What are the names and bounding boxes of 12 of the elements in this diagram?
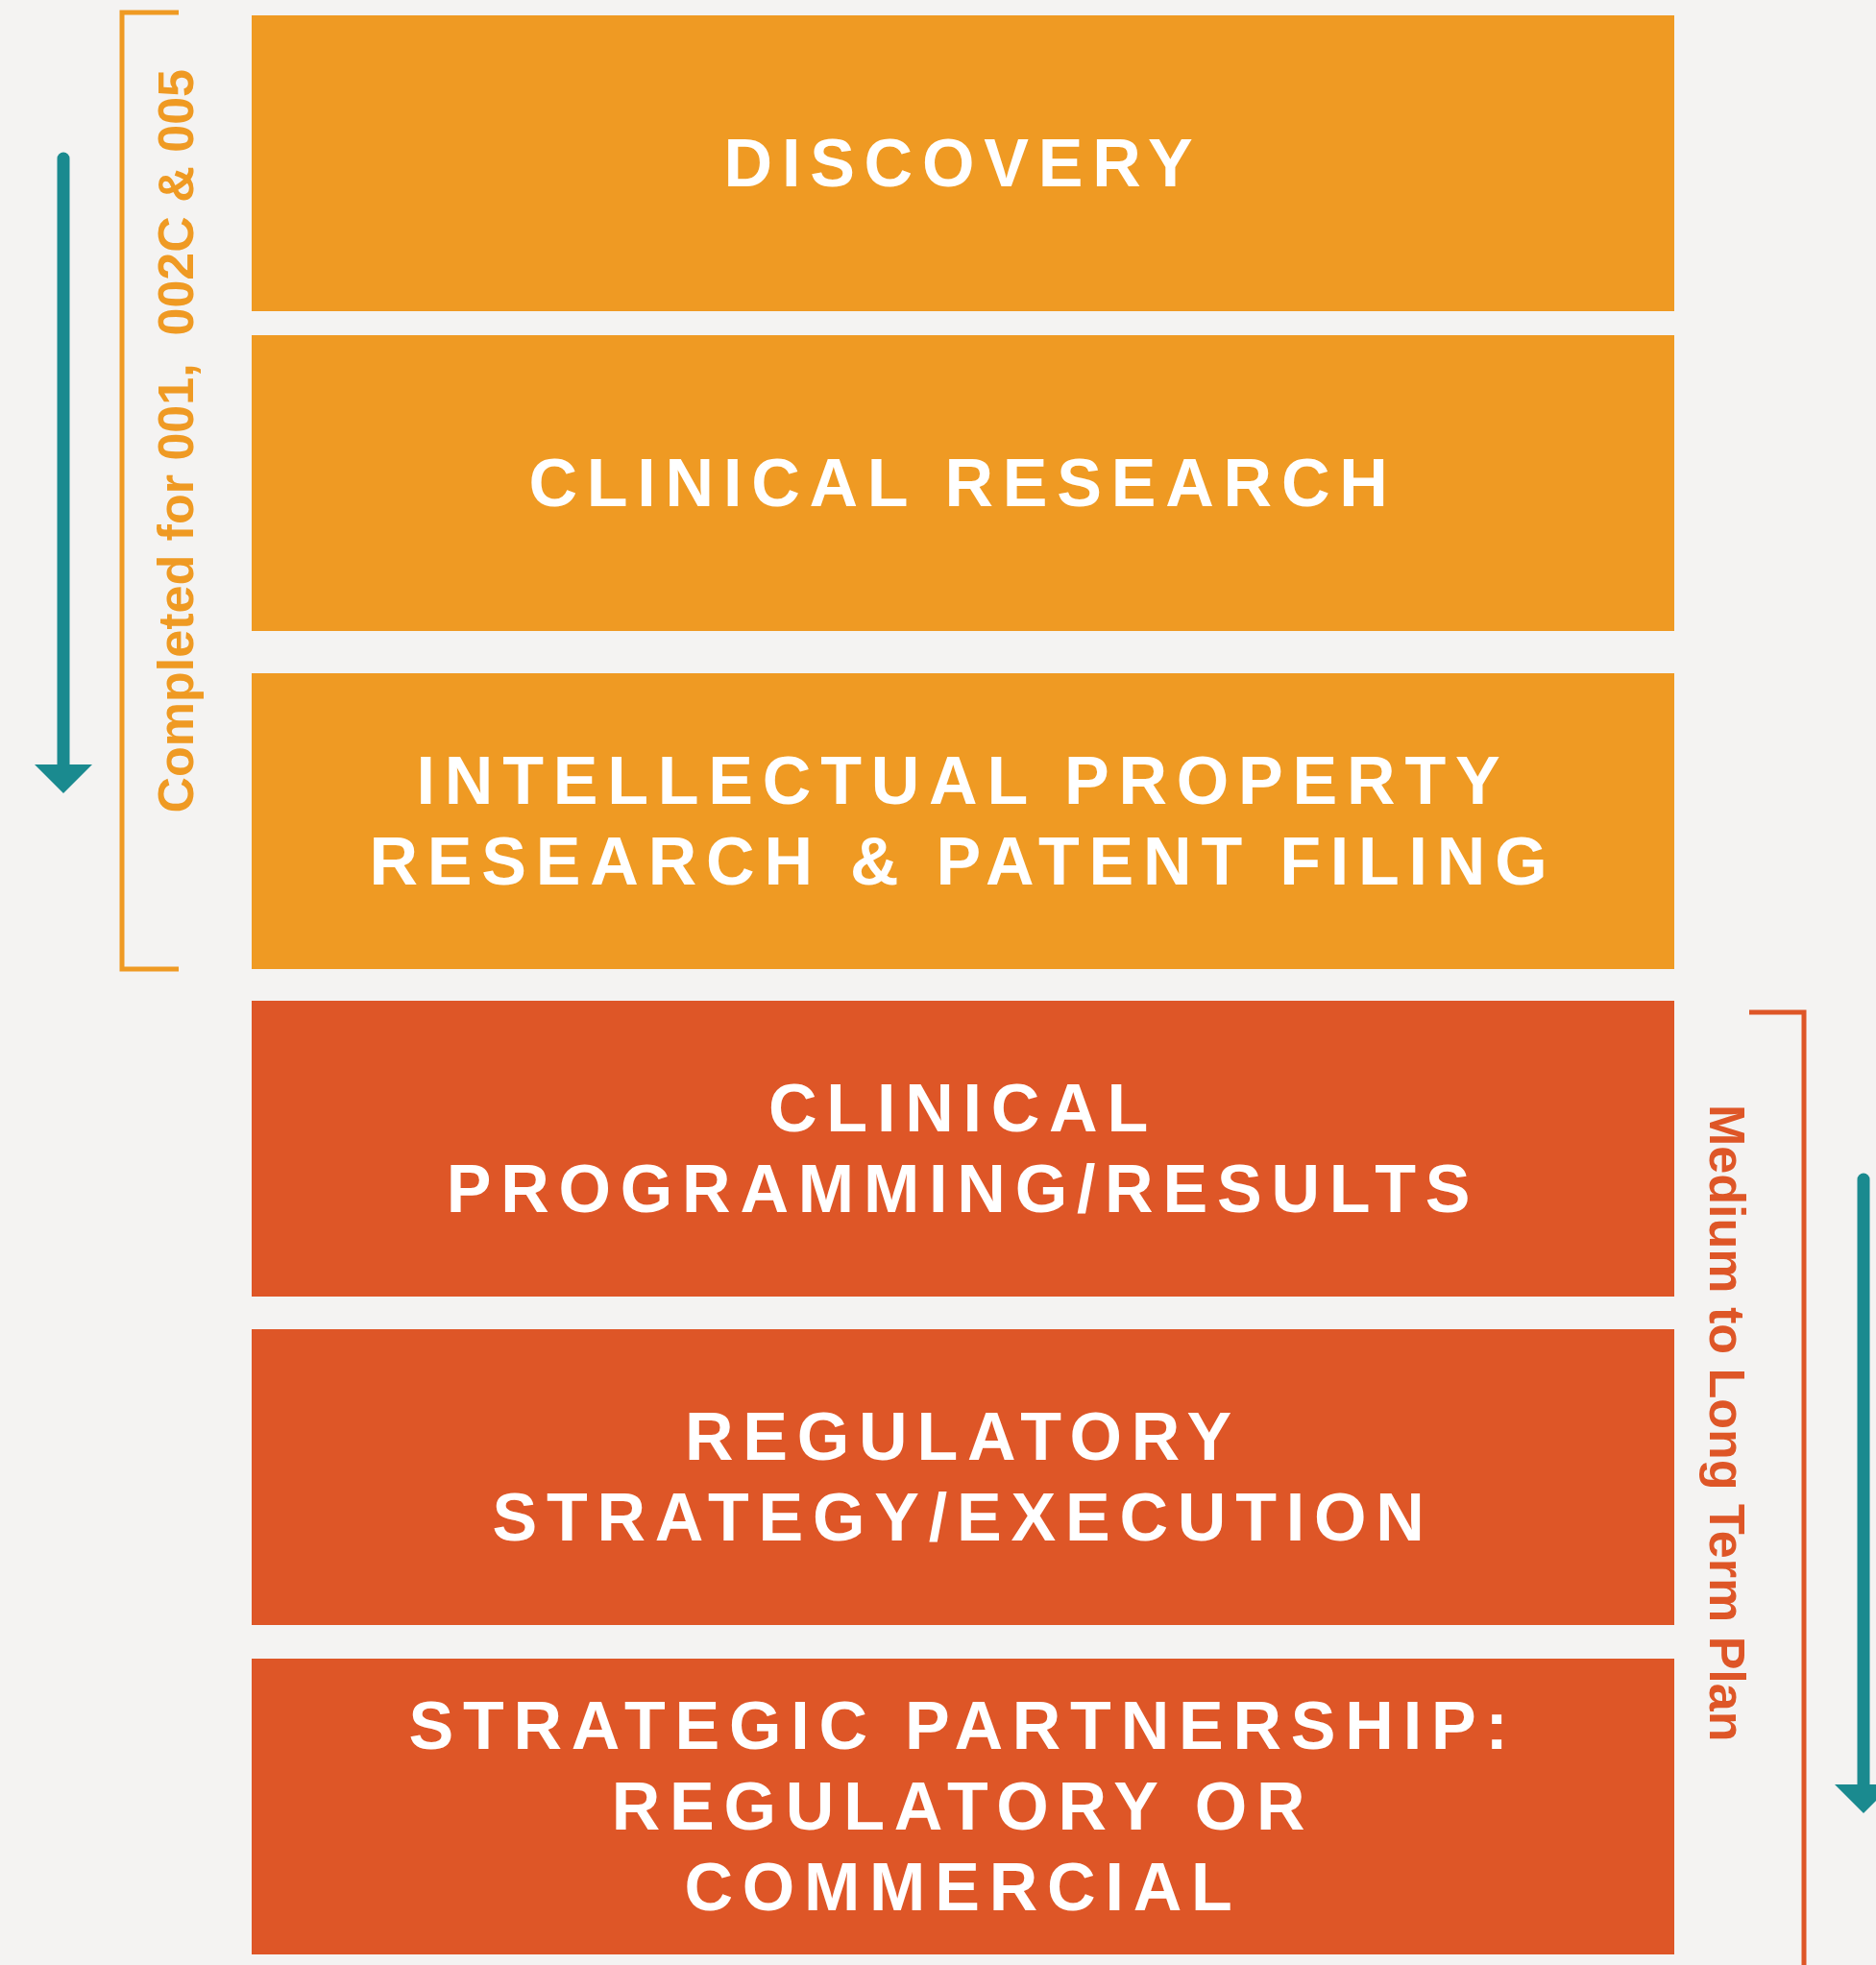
stage-band [252, 1659, 1674, 1954]
stage-band [252, 15, 1674, 311]
stage-band [252, 673, 1674, 969]
stage-title: REGULATORY STRATEGY/EXECUTION [491, 1398, 1435, 1557]
stage-band [252, 1329, 1674, 1625]
stage-title: STRATEGIC PARTNERSHIP: REGULATORY OR COMMERCIAL [407, 1687, 1519, 1927]
stage-title: DISCOVERY [723, 125, 1203, 203]
stage-title: CLINICAL RESEARCH [528, 445, 1398, 522]
stage-title: INTELLECTUAL PROPERTY RESEARCH & PATENT FILING [368, 742, 1558, 901]
stage-band [252, 1001, 1674, 1297]
stage-title: CLINICAL PROGRAMMING/RESULTS [445, 1070, 1481, 1228]
stage-band [252, 335, 1674, 631]
